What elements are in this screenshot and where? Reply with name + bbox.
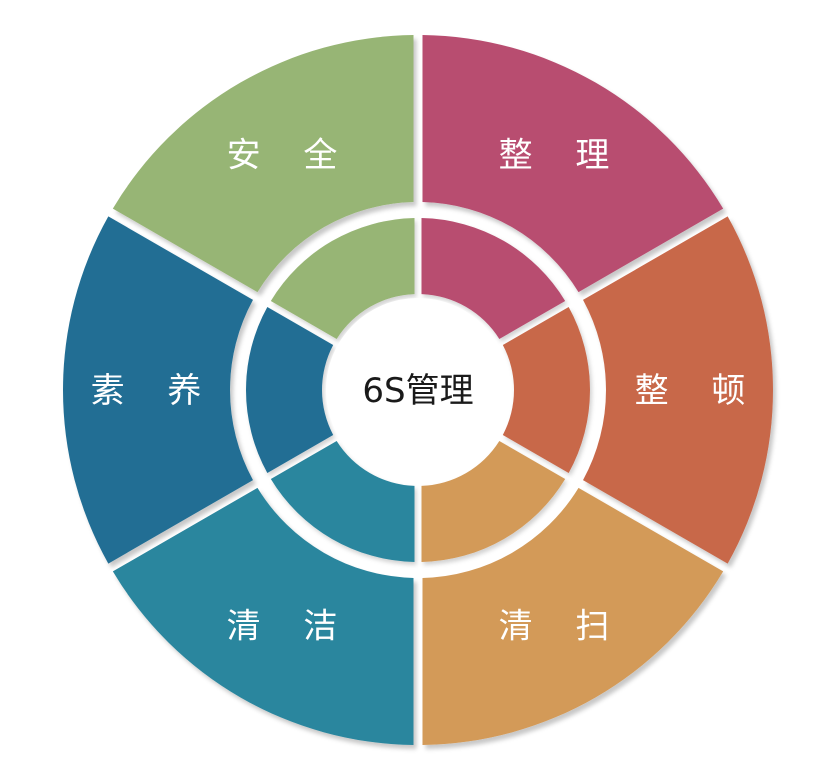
outer-segment-safety: [112, 35, 414, 293]
center-title: 6S管理: [362, 371, 473, 411]
outer-segment-seiketsu: [112, 487, 414, 745]
inner-ring: [245, 218, 591, 562]
outer-segment-seiri: [422, 35, 724, 293]
center-circle: [326, 298, 510, 482]
inner-segment-seiton: [502, 307, 591, 473]
outer-segment-shitsuke: [62, 216, 253, 564]
inner-segment-seiso: [421, 440, 566, 562]
segment-label-seiketsu: 清 洁: [227, 607, 354, 647]
inner-segment-seiketsu: [270, 440, 415, 562]
segment-label-seiso: 清 扫: [499, 607, 626, 647]
segment-label-seiton: 整 顿: [635, 371, 762, 411]
segment-label-safety: 安 全: [227, 135, 354, 175]
inner-segment-shitsuke: [245, 307, 334, 473]
center-hub: 6S管理: [326, 298, 510, 482]
outer-segment-seiso: [422, 487, 724, 745]
segment-label-seiri: 整 理: [499, 135, 626, 175]
segment-labels: 整 理整 顿清 扫 清 洁 素 养 安 全: [91, 135, 762, 647]
inner-segment-seiri: [421, 218, 566, 340]
outer-ring: [62, 35, 773, 745]
outer-segment-seiton: [583, 216, 773, 564]
inner-segment-safety: [270, 218, 415, 340]
segment-label-shitsuke: 素 养: [91, 371, 218, 411]
